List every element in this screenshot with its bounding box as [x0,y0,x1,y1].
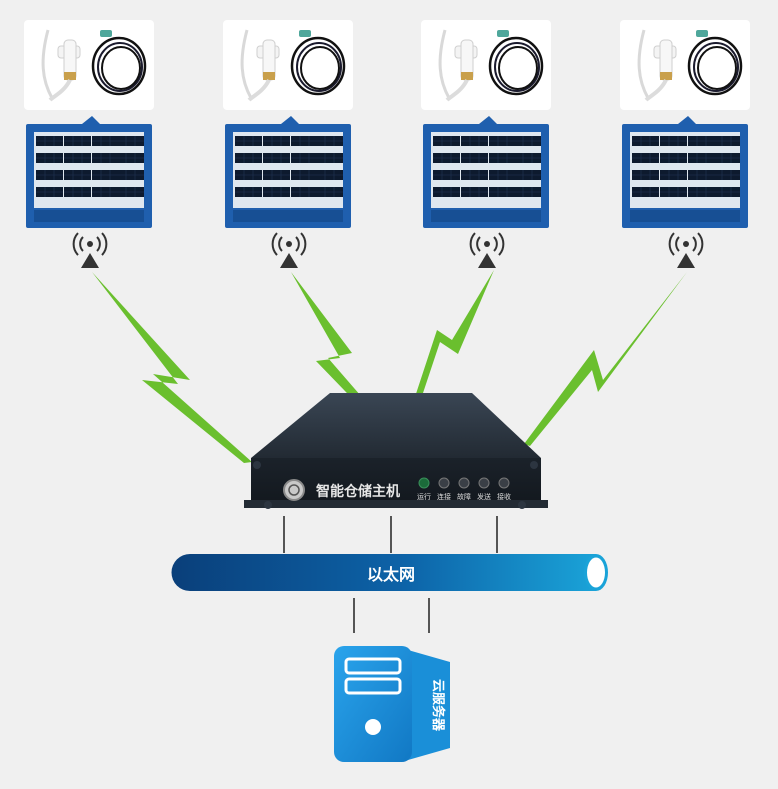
led-run [418,477,430,489]
indicator-label: 运行 [417,492,431,501]
cloud-server: 云服务器 [334,646,450,762]
indicator-label: 接收 [497,492,511,501]
wireless-link-3 [410,270,494,414]
ethernet-server-connectors [353,598,430,633]
led-receive [498,477,510,489]
ethernet-label: 以太网 [367,565,415,584]
sensor-node-1 [24,20,154,268]
indicator-label: 发送 [477,492,491,501]
host-ethernet-connectors [283,516,498,553]
indicator-lights: 运行 连接 故障 发送 接收 [417,477,511,501]
sensor-node-2 [223,20,353,268]
indicator-label: 连接 [437,492,451,501]
sensor-node-3 [421,20,551,268]
server-label: 云服务器 [430,679,446,732]
power-button-icon[interactable] [283,479,305,501]
ethernet-bus: 以太网 [171,554,608,591]
led-connect [438,477,450,489]
host-name: 智能仓储主机 [315,483,400,500]
sensor-node-4 [620,20,750,268]
led-send [478,477,490,489]
wireless-link-2 [291,272,380,420]
wireless-link-1 [92,272,252,463]
wireless-links [92,270,687,463]
led-fault [458,477,470,489]
storage-host-device: 智能仓储主机 运行 连接 故障 发送 接收 [244,393,548,509]
wireless-link-4 [524,272,687,446]
indicator-label: 故障 [457,492,471,501]
